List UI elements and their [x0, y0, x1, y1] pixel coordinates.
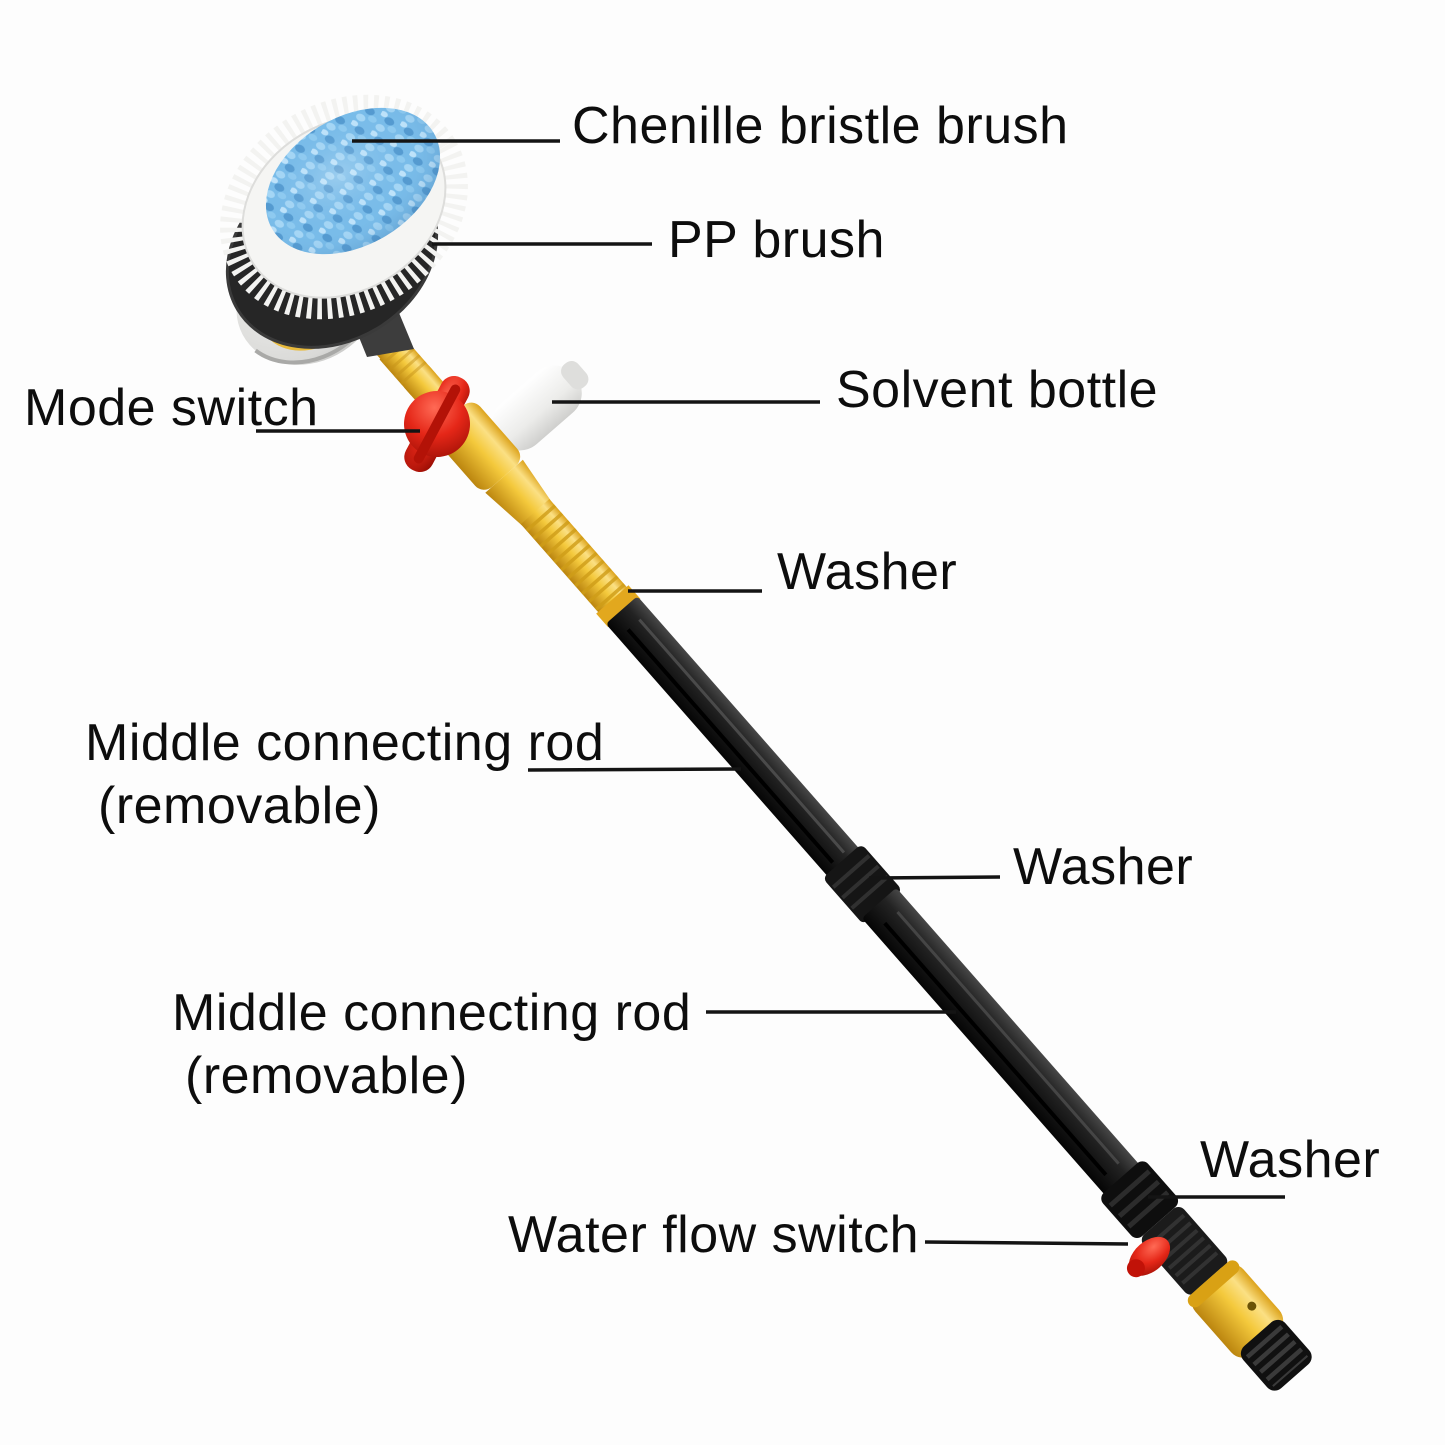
label-middle-rod-2-line1: Middle connecting rod [172, 984, 692, 1042]
rod-lower-groove-2 [883, 921, 1108, 1177]
rod-lower [863, 889, 1141, 1196]
endcap-ribs [1245, 1325, 1309, 1387]
label-chenille-bristle-brush: Chenille bristle brush [572, 97, 1069, 155]
rod-lower-groove-1 [896, 910, 1120, 1165]
chenille-pad-shading [265, 107, 441, 255]
leader-middle-rod-1 [527, 767, 742, 772]
solvent-bottle-body [492, 365, 582, 451]
label-middle-rod-2-line2: (removable) [185, 1047, 468, 1105]
label-mode-switch: Mode switch [24, 379, 319, 437]
solvent-bottle-art [492, 361, 589, 451]
mode-switch-slot [413, 384, 461, 464]
brush-head-group [220, 94, 468, 365]
rod-upper-groove-1 [638, 618, 846, 854]
leader-washer-mid [868, 875, 1001, 880]
coupling1-rib-2 [841, 864, 880, 900]
label-washer-bottom: Washer [1200, 1131, 1381, 1189]
label-middle-rod-1-line1: Middle connecting rod [85, 714, 605, 772]
label-middle-rod-2: Middle connecting rod (removable) [172, 982, 691, 1108]
flow-switch-lever-tip [1126, 1259, 1145, 1278]
flow-switch-ribs [1148, 1213, 1223, 1290]
leader-water-flow-switch [924, 1240, 1129, 1246]
label-middle-rod-1-line2: (removable) [98, 777, 381, 835]
coupling2-rib-1 [1108, 1169, 1151, 1208]
label-washer-mid: Washer [1013, 838, 1194, 896]
coupling1-rib-1 [831, 854, 871, 889]
label-solvent-bottle: Solvent bottle [836, 361, 1159, 419]
mode-switch-knob [404, 375, 470, 473]
rod-upper-groove-2 [626, 628, 835, 864]
label-washer-top: Washer [777, 543, 958, 601]
hose-connector-band [1187, 1260, 1240, 1308]
label-water-flow-switch: Water flow switch [508, 1206, 920, 1264]
coupling1-rib-3 [850, 875, 890, 910]
rod-upper [607, 597, 867, 886]
yellow-collar [596, 585, 641, 628]
neck-ridge-lines [382, 340, 434, 393]
flow-switch-lever [1126, 1236, 1171, 1278]
bristle-fringe [220, 94, 468, 320]
leader-lines [256, 139, 1285, 1246]
label-pp-brush: PP brush [668, 211, 885, 269]
hose-connector-dot [1247, 1301, 1257, 1311]
flow-switch-body [1141, 1206, 1228, 1295]
grip-rib-lines [525, 504, 627, 612]
coupling2-rib-2 [1117, 1179, 1161, 1218]
solvent-bottle-tip [561, 361, 589, 390]
label-middle-rod-1: Middle connecting rod (removable) [85, 712, 604, 838]
